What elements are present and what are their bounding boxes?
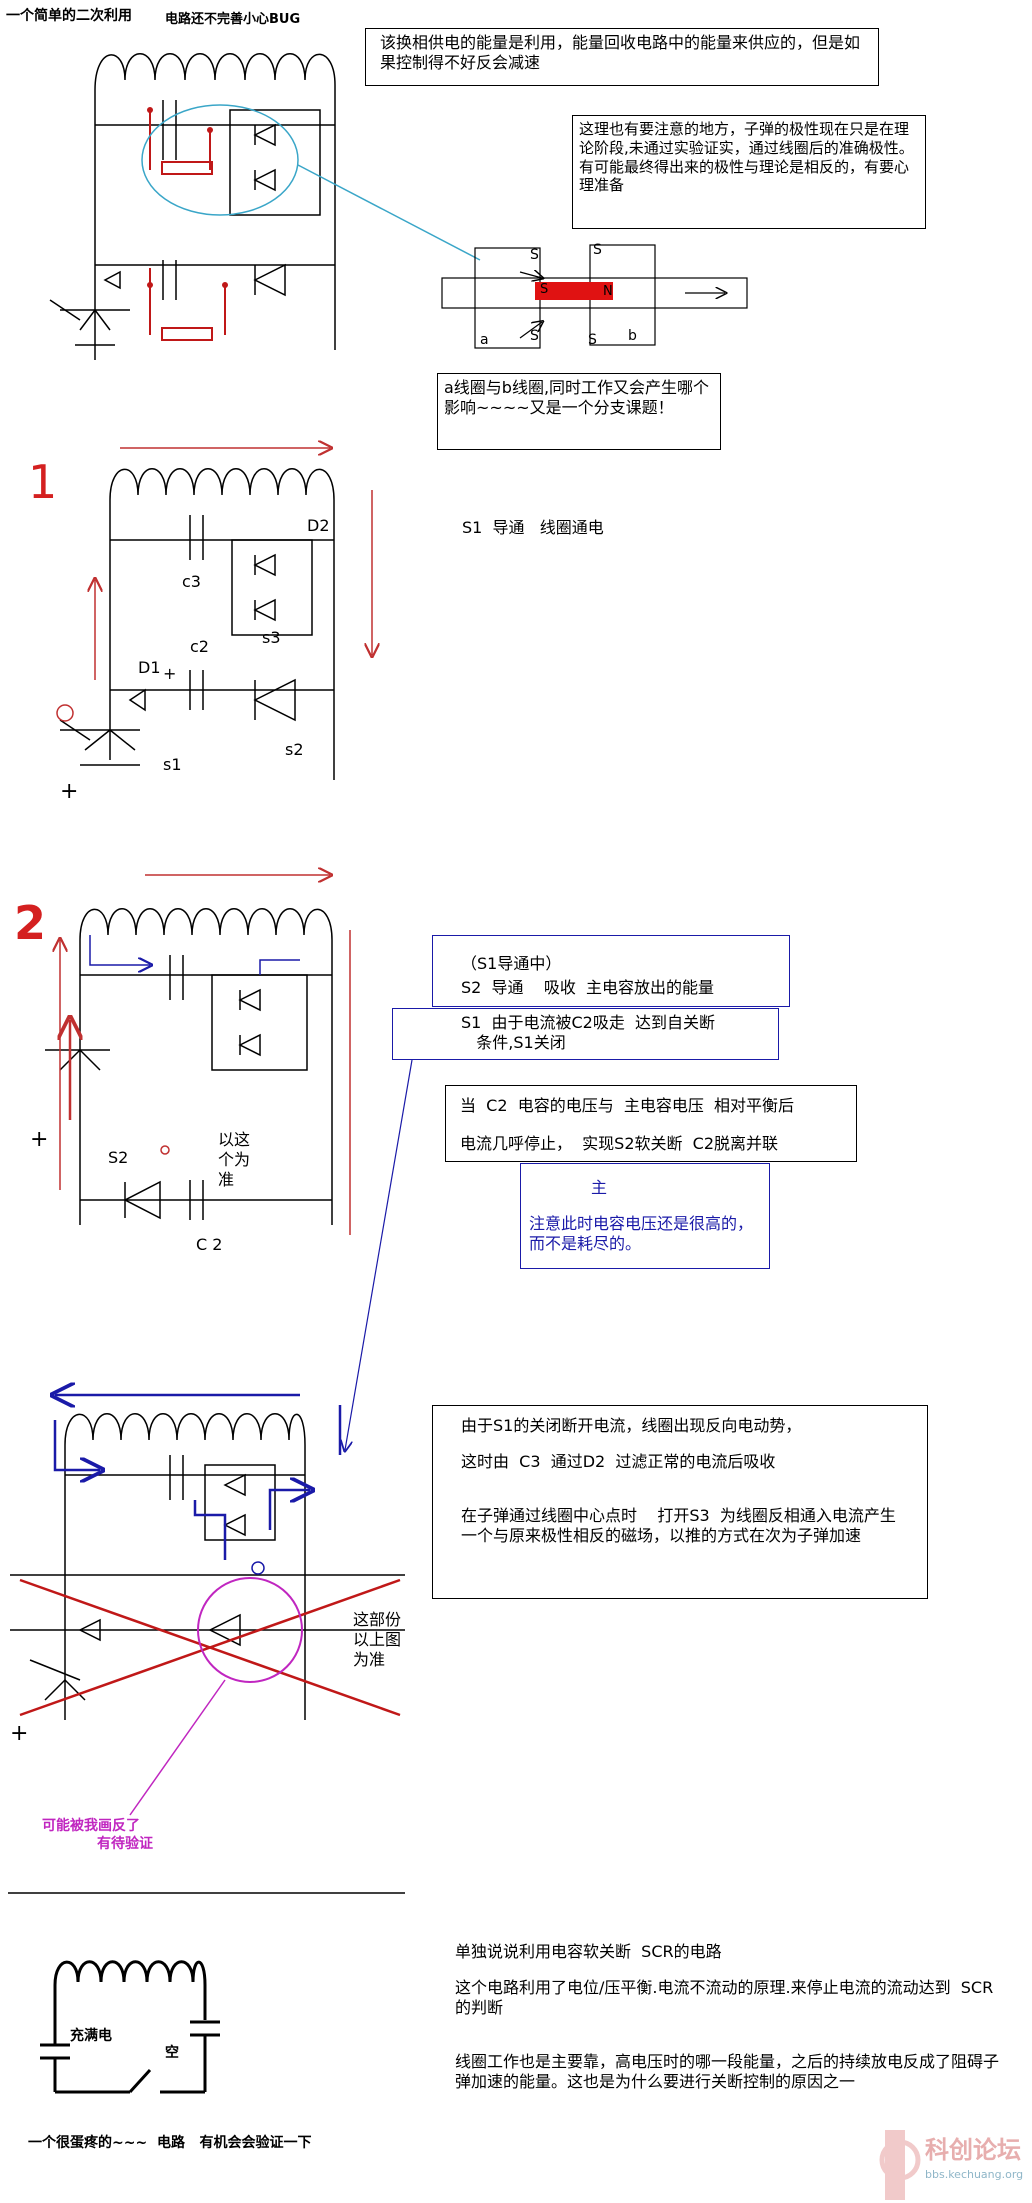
stage3-line1: 由于S1的关闭断开电流，线圈出现反向电动势，	[461, 1416, 802, 1435]
stage2-annotation-reference: 以这 个为 准	[218, 1130, 251, 1189]
energy-note-text: 该换相供电的能量是利用，能量回收电路中的能量来供应的，但是如果控制得不好反会减速	[380, 33, 861, 72]
coil-label-b: b	[628, 328, 637, 344]
stage1-label-c2: c2	[190, 637, 209, 656]
stage1-number: 1	[28, 455, 58, 509]
stage1-label-d2: D2	[307, 516, 330, 535]
stage2-box3-line2: 电流几呼停止， 实现S2软关断 C2脱离并联	[460, 1134, 779, 1153]
stage2-box1-line1: （S1导通中）	[461, 954, 562, 973]
stage3-explanation-box: 由于S1的关闭断开电流，线圈出现反向电动势， 这时由 C3 通过D2 过滤正常的…	[432, 1405, 928, 1599]
bottom-empty-label: 空	[165, 2045, 179, 2061]
stage2-box3-line1: 当 C2 电容的电压与 主电容电压 相对平衡后	[460, 1096, 795, 1115]
highlight-ellipse	[141, 104, 299, 216]
bullet-magnet	[535, 282, 613, 300]
stage3-plus-sign: +	[10, 1721, 29, 1746]
stage2-balance-box: 当 C2 电容的电压与 主电容电压 相对平衡后 电流几呼停止， 实现S2软关断 …	[445, 1085, 857, 1162]
polarity-note-box: 这理也有要注意的地方，子弹的极性现在只是在理论阶段,未通过实验证实，通过线圈后的…	[572, 115, 926, 229]
bug-note: 电路还不完善小心BUG	[165, 12, 301, 27]
stage2-box1-line2: S2 导通 吸收 主电容放出的能量	[461, 978, 715, 997]
watermark-logo	[879, 2130, 921, 2200]
coil-label-a: a	[480, 332, 489, 348]
stage1-label-s3: s3	[262, 628, 281, 647]
bottom-title: 单独说说利用电容软关断 SCR的电路	[455, 1942, 722, 1961]
stage2-blue-arrows	[89, 935, 300, 975]
stage2-note-zhu: 主	[591, 1178, 608, 1197]
stage1-label-s1: s1	[163, 755, 182, 774]
stage3-pink-circle	[197, 1577, 303, 1683]
stage1-label-s2: s2	[285, 740, 304, 759]
stage1-current-arrows	[95, 448, 372, 680]
stage2-label-s2: S2	[108, 1148, 129, 1167]
stage1-plus-small: +	[163, 664, 177, 683]
stage3-line2: 这时由 C3 通过D2 过滤正常的电流后吸收	[461, 1452, 776, 1471]
stage2-current-arrows	[60, 875, 351, 1235]
stage3-line3: 在子弹通过线圈中心点时 打开S3 为线圈反相通入电流产生一个与原来极性相反的磁场…	[461, 1506, 896, 1545]
stage3-cross-out	[19, 1578, 401, 1717]
stage2-s1-off-box: S1 由于电流被C2吸走 达到自关断 条件,S1关闭	[392, 1008, 779, 1060]
stage2-number: 2	[14, 896, 47, 950]
stage3-circuit	[10, 1413, 405, 1720]
polarity-note-text: 这理也有要注意的地方，子弹的极性现在只是在理论阶段,未通过实验证实，通过线圈后的…	[579, 120, 914, 195]
stage1-label-d1: D1	[138, 658, 161, 677]
coil-label-s-br: S	[588, 332, 597, 348]
bottom-para2: 线圈工作也是主要靠，高电压时的哪一段能量，之后的持续放电反成了阻碍子弹加速的能量…	[455, 2052, 1000, 2091]
bottom-charged-label: 充满电	[70, 2028, 112, 2044]
top-circuit	[49, 53, 336, 360]
stage3-side-note: 这部份 以上图 为准	[353, 1610, 402, 1669]
stage2-plus-sign: +	[30, 1127, 49, 1152]
coil-label-n: N	[603, 284, 613, 299]
energy-note-box: 该换相供电的能量是利用，能量回收电路中的能量来供应的，但是如果控制得不好反会减速	[365, 28, 879, 86]
stage2-conducting-box: （S1导通中） S2 导通 吸收 主电容放出的能量	[432, 935, 790, 1007]
bottom-caption: 一个很蛋疼的~~~ 电路 有机会会验证一下	[28, 2135, 312, 2151]
stage2-label-c2: C 2	[196, 1235, 223, 1254]
stage1-circuit	[59, 468, 335, 780]
stage2-circuit	[45, 908, 333, 1225]
stage2-box2-text: S1 由于电流被C2吸走 达到自关断 条件,S1关闭	[461, 1013, 716, 1052]
stage2-note-text: 注意此时电容电压还是很高的，而不是耗尽的。	[529, 1214, 754, 1253]
stage3-pink-note-2: 有待验证	[97, 1836, 153, 1852]
coil-label-s-bl: S	[530, 328, 539, 344]
stage1-description: S1 导通 线圈通电	[462, 518, 604, 537]
bottom-para1: 这个电路利用了电位/压平衡.电流不流动的原理.来停止电流的流动达到 SCR 的判…	[455, 1978, 1004, 2017]
page-title: 一个简单的二次利用	[6, 8, 132, 24]
coil-label-s-tr: S	[593, 242, 602, 258]
ab-coil-note-text: a线圈与b线圈,同时工作又会产生哪个影响~~~~又是一个分支课题！	[444, 378, 710, 417]
bottom-circuit	[40, 1960, 220, 2094]
coil-label-s-left: S	[540, 282, 549, 297]
stage3-blue-arrows	[55, 1395, 342, 1575]
coil-label-s-tl: S	[530, 247, 539, 263]
stage1-label-c3: c3	[182, 572, 201, 591]
stage2-note-box: 主 注意此时电容电压还是很高的，而不是耗尽的。	[520, 1163, 770, 1269]
watermark-url: bbs.kechuang.org	[925, 2168, 1024, 2181]
stage1-plus-sign: +	[60, 779, 79, 804]
watermark-brand: 科创论坛	[925, 2136, 1021, 2164]
ab-coil-note-box: a线圈与b线圈,同时工作又会产生哪个影响~~~~又是一个分支课题！	[437, 373, 721, 450]
top-circuit-red-parts	[149, 110, 226, 341]
stage3-pink-note-1: 可能被我画反了	[42, 1818, 140, 1834]
